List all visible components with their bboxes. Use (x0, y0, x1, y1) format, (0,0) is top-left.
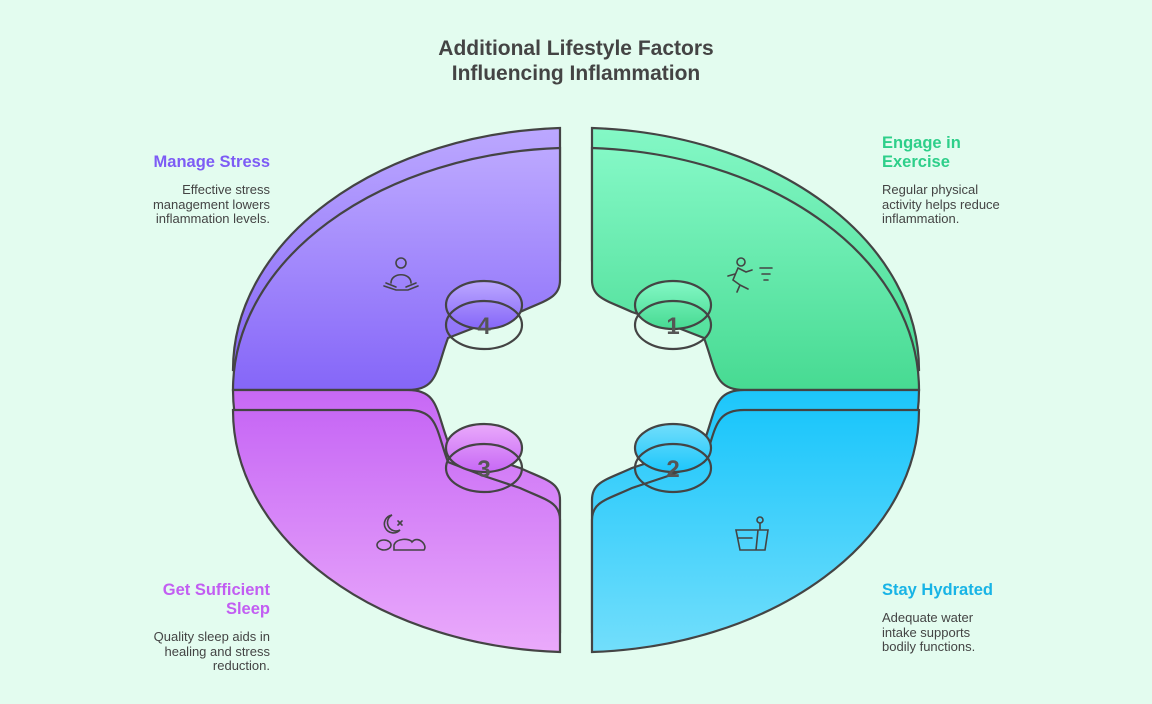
number-1: 1 (666, 313, 679, 340)
item-3-title-line-1: Get Sufficient (162, 581, 270, 599)
item-2-description: Adequate water intake supports bodily fu… (882, 610, 976, 655)
number-4: 4 (477, 313, 491, 340)
number-2: 2 (666, 456, 679, 483)
desc-line: inflammation levels. (155, 211, 270, 226)
segment-4 (231, 126, 562, 392)
desc-line: Regular physical (882, 182, 979, 197)
desc-line: intake supports (882, 624, 971, 640)
desc-line: activity helps reduce (882, 196, 1000, 212)
item-2-title: Stay Hydrated (882, 581, 993, 599)
segment-3 (231, 388, 562, 654)
running-person-icon (727, 257, 773, 293)
item-3-description: Quality sleep aids in healing and stress… (153, 629, 270, 674)
item-3-title: Get Sufficient Sleep (163, 581, 270, 619)
item-1-title-line-2: Exercise (882, 153, 950, 171)
item-4-title: Manage Stress (153, 153, 270, 171)
title-line-1: Additional Lifestyle Factors (438, 37, 714, 60)
desc-line: inflammation. (882, 211, 960, 226)
water-glass-icon (735, 516, 769, 551)
desc-line: Effective stress (182, 182, 270, 197)
segment-2 (590, 388, 921, 654)
segment-1 (590, 126, 921, 392)
meditation-icon (383, 257, 419, 291)
desc-line: Adequate water (882, 610, 974, 625)
title-line-2: Influencing Inflammation (451, 62, 701, 85)
item-1-description: Regular physical activity helps reduce i… (882, 182, 1000, 227)
item-4-description: Effective stress management lowers infla… (152, 182, 270, 227)
desc-line: reduction. (212, 658, 270, 673)
desc-line: healing and stress (164, 643, 270, 659)
item-1-title-line-1: Engage in (882, 134, 961, 152)
desc-line: bodily functions. (882, 639, 976, 654)
number-3: 3 (477, 456, 490, 483)
desc-line: Quality sleep aids in (153, 629, 270, 644)
sleeping-person-icon (376, 514, 426, 551)
desc-line: management lowers (152, 196, 270, 212)
item-1-title: Engage in Exercise (882, 134, 961, 172)
diagram-title: Additional Lifestyle Factors Influencing… (0, 36, 1152, 86)
item-3-title-line-2: Sleep (225, 600, 270, 618)
